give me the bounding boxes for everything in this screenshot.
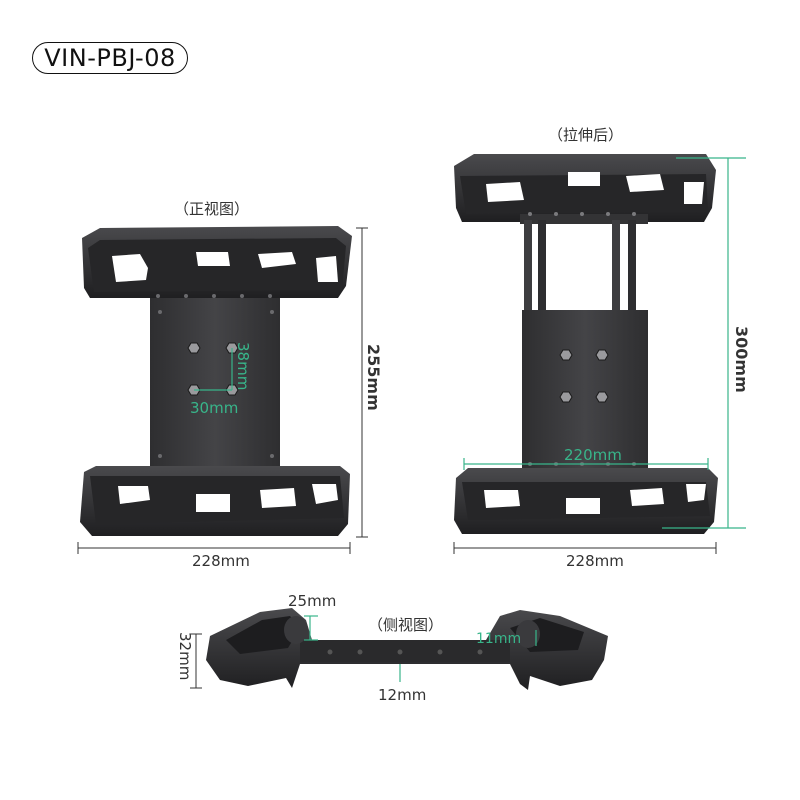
side-clamp-label: 11mm (476, 631, 522, 647)
hole-horizontal-label: 30mm (190, 399, 239, 417)
front-view-device (80, 226, 352, 536)
extended-green-dimension-lines (463, 157, 746, 529)
inner-width-label: 220mm (564, 446, 622, 464)
hole-vertical-label: 38mm (234, 342, 252, 391)
side-view-caption: （侧视图） (368, 616, 444, 634)
side-height-label: 32mm (176, 632, 194, 681)
front-outer-dimension-lines (77, 227, 368, 554)
extended-height-label: 300mm (732, 326, 751, 393)
extended-width-label: 228mm (566, 552, 624, 570)
front-view-caption: （正视图） (174, 200, 250, 218)
front-width-label: 228mm (192, 552, 250, 570)
front-height-label: 255mm (364, 344, 383, 411)
side-view-device (206, 608, 608, 690)
side-lip-label: 25mm (288, 592, 337, 610)
extended-width-dimension-line (453, 542, 717, 554)
side-plate-label: 12mm (378, 686, 427, 704)
model-name: VIN-PBJ-08 (44, 44, 176, 72)
extended-mounting-plate (522, 310, 648, 474)
side-height-dimension-line (190, 633, 202, 689)
extended-view-caption: （拉伸后） (548, 126, 624, 144)
extended-view-device (454, 154, 718, 534)
side-green-dimension-lines (304, 615, 537, 682)
front-mounting-plate (150, 298, 280, 474)
model-badge: VIN-PBJ-08 (32, 42, 188, 74)
front-hole-dimension-lines (194, 348, 233, 391)
